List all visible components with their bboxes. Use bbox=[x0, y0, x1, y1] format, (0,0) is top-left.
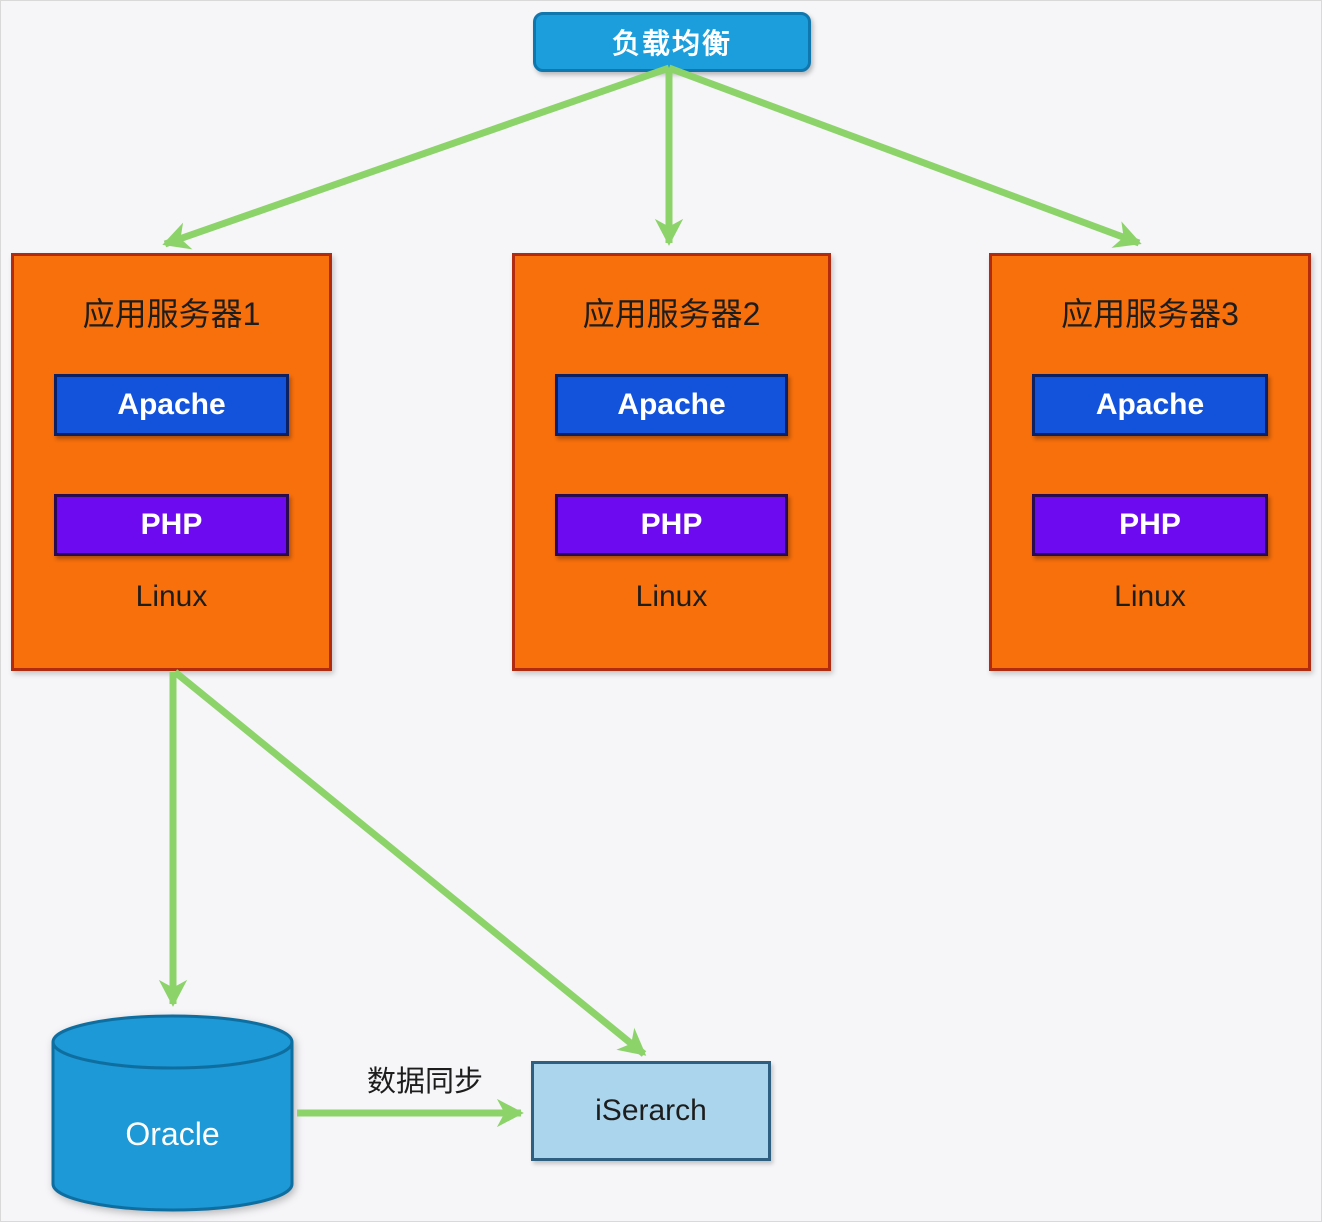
load-balancer-label: 负载均衡 bbox=[611, 28, 732, 59]
app-server-1-title: 应用服务器1 bbox=[82, 296, 261, 332]
app-server-1-node: 应用服务器1 Apache PHP Linux bbox=[11, 253, 332, 671]
apache-chip: Apache bbox=[1032, 374, 1268, 436]
apache-chip: Apache bbox=[555, 374, 788, 436]
arrow-lb-to-server1 bbox=[162, 64, 671, 250]
oracle-db-node: Oracle bbox=[51, 1014, 294, 1212]
arrow-lb-to-server3 bbox=[667, 64, 1142, 248]
php-chip: PHP bbox=[1032, 494, 1268, 556]
os-label: Linux bbox=[135, 580, 208, 613]
apache-chip: Apache bbox=[54, 374, 289, 436]
app-server-2-node: 应用服务器2 Apache PHP Linux bbox=[512, 253, 831, 671]
php-chip: PHP bbox=[54, 494, 289, 556]
app-server-2-title: 应用服务器2 bbox=[582, 296, 761, 332]
data-sync-label: 数据同步 bbox=[366, 1066, 483, 1098]
arrow-server1-to-iserarch bbox=[172, 669, 647, 1057]
os-label: Linux bbox=[1114, 580, 1186, 613]
os-label: Linux bbox=[635, 580, 708, 613]
database-cylinder-icon bbox=[51, 1014, 294, 1212]
oracle-label: Oracle bbox=[125, 1116, 220, 1152]
app-server-3-node: 应用服务器3 Apache PHP Linux bbox=[989, 253, 1311, 671]
iserarch-label: iSerarch bbox=[595, 1094, 707, 1127]
iserarch-node: iSerarch bbox=[531, 1061, 771, 1161]
app-server-3-title: 应用服务器3 bbox=[1061, 296, 1239, 332]
load-balancer-node: 负载均衡 bbox=[533, 12, 811, 72]
php-chip: PHP bbox=[555, 494, 788, 556]
